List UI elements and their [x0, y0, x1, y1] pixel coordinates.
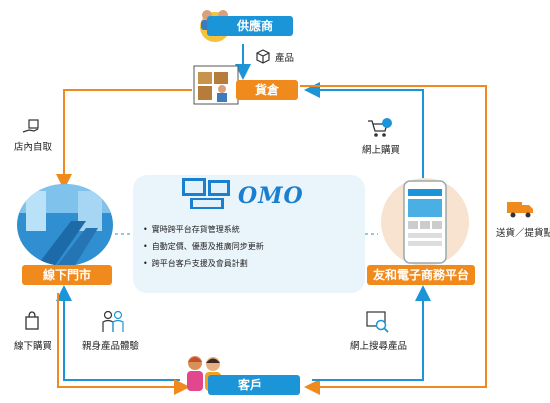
omo-title: OMO: [238, 183, 304, 209]
omo-bullet: 自動定價、優惠及推廣同步更新: [143, 241, 264, 252]
warehouse-icon: [193, 65, 239, 105]
people-icon: [102, 310, 124, 332]
product-label: 產品: [275, 53, 295, 64]
store-pickup-label: 店內自取: [14, 142, 53, 153]
customer-to-platform-line: [312, 285, 431, 381]
truck-icon: [507, 202, 533, 218]
supplier-label: 供應商: [207, 16, 293, 36]
delivery-label: 送貨／提貨點: [496, 228, 550, 239]
online-purchase-label: 網上購買: [362, 145, 401, 156]
experience-label: 親身產品體驗: [82, 341, 140, 352]
offline-store-label: 線下門市: [22, 265, 112, 285]
search-product-icon: [366, 311, 389, 333]
warehouse-to-store-line: [56, 89, 192, 190]
customer-to-store-line: [56, 285, 180, 381]
shopping-bag-icon: [25, 311, 39, 330]
hand-box-icon: [22, 119, 39, 133]
omo-bullet: 實時跨平台存貨管理系統: [143, 224, 240, 235]
omo-devices-icon: [182, 178, 230, 209]
offline-purchase-label: 線下購買: [14, 341, 53, 352]
phone-icon: [381, 178, 469, 266]
delivery-line: [300, 85, 487, 395]
online-search-label: 網上搜尋產品: [350, 341, 408, 352]
store-to-customer-line: [57, 293, 190, 395]
warehouse-label: 貨倉: [236, 80, 298, 100]
omo-bullet: 跨平台客戶支援及會員計劃: [143, 258, 248, 269]
cart-icon: [368, 118, 392, 137]
online-platform-label: 友和電子商務平台: [367, 265, 475, 285]
box-icon: [256, 49, 270, 64]
customer-label: 客戶: [208, 375, 300, 395]
platform-to-warehouse-line: [304, 82, 424, 178]
store-photo: [17, 184, 113, 266]
